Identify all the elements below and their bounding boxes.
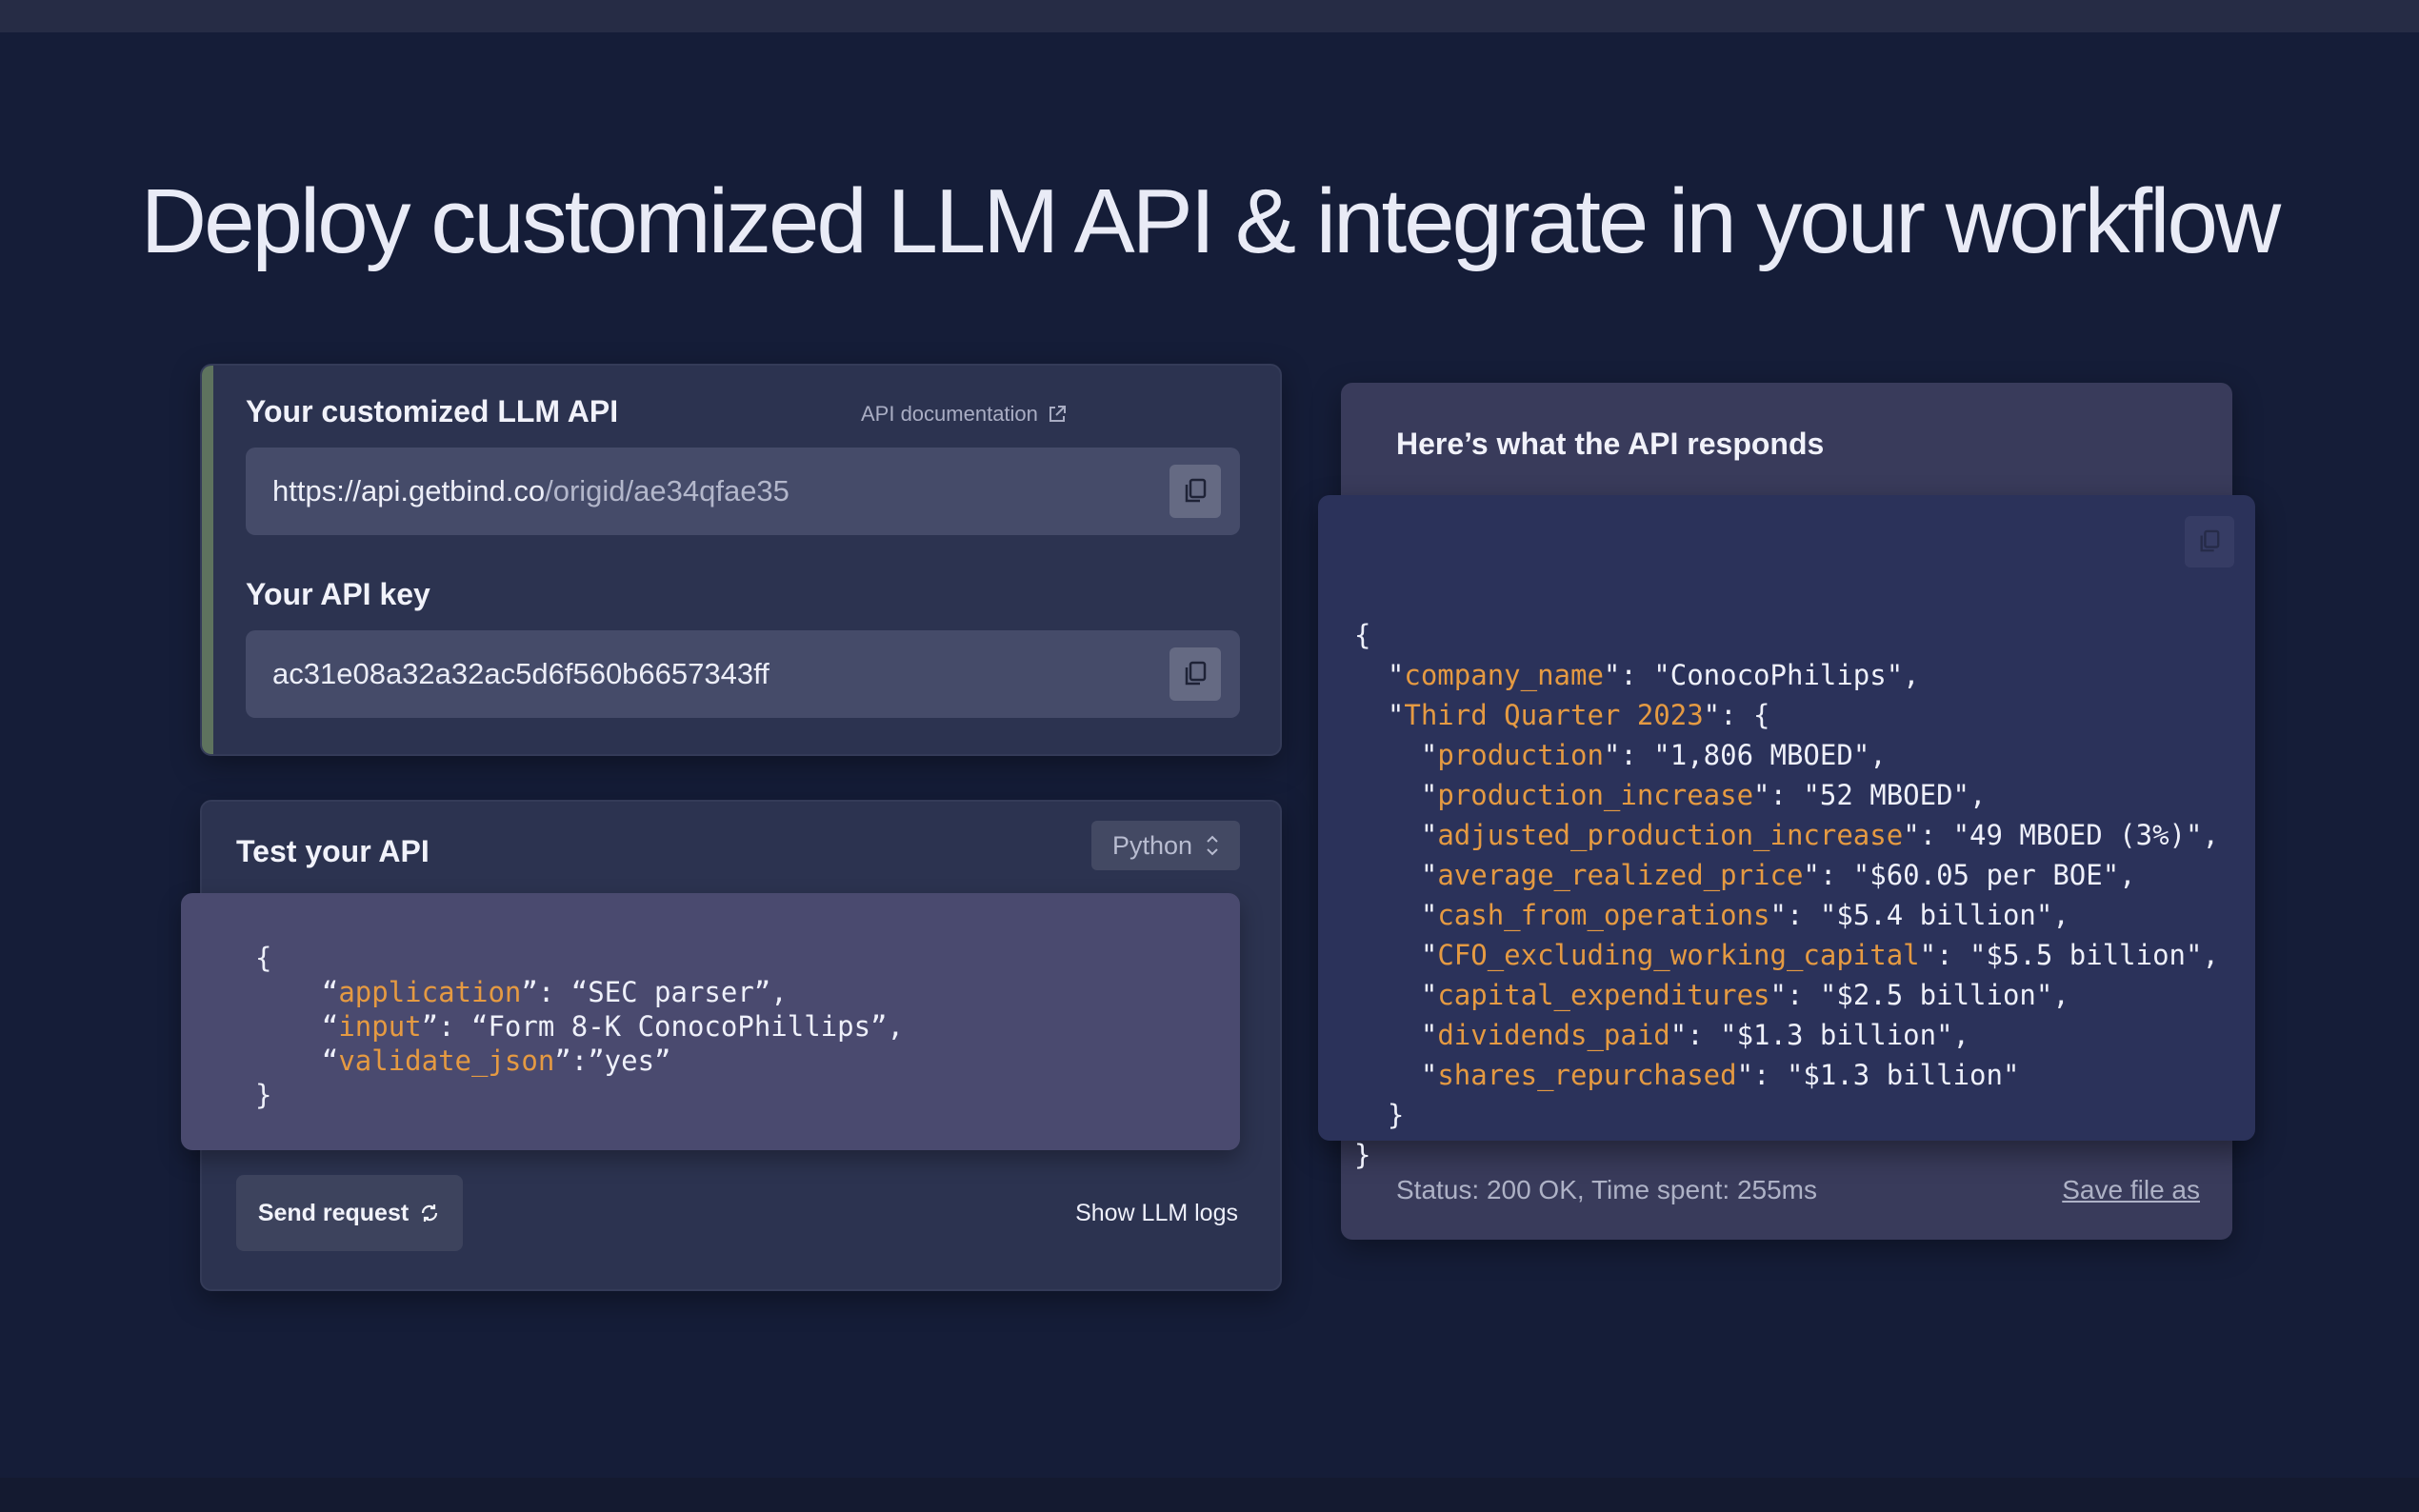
code-line: }	[1387, 1099, 1405, 1131]
copy-key-button[interactable]	[1170, 647, 1221, 701]
json-key: application	[338, 976, 522, 1008]
api-url-host: https://api.getbind.co	[272, 474, 546, 507]
api-key-value: ac31e08a32a32ac5d6f560b6657343ff	[272, 657, 770, 690]
response-lines: { "company_name": "ConocoPhilips", "Thir…	[1354, 615, 2255, 1175]
external-link-icon	[1049, 406, 1066, 422]
code-line: “validate_json”:”yes”	[321, 1044, 671, 1077]
api-key-title: Your API key	[246, 577, 430, 611]
json-key: cash_from_operations	[1437, 899, 1770, 931]
code-line: "shares_repurchased": "$1.3 billion"	[1420, 1059, 2020, 1091]
api-url-path: /origid/ae34qfae35	[545, 474, 790, 507]
code-line: "adjusted_production_increase": "49 MBOE…	[1420, 819, 2219, 851]
code-line: "capital_expenditures": "$2.5 billion",	[1420, 979, 2069, 1011]
code-line: }	[1354, 1139, 1371, 1171]
api-documentation-link[interactable]: API documentation	[861, 402, 1067, 427]
api-response-card: Here’s what the API responds { "company_…	[1318, 383, 2255, 1240]
code-line: “input”: “Form 8-K ConocoPhillips”,	[321, 1010, 904, 1043]
code-brace: }	[255, 1079, 272, 1111]
response-status: Status: 200 OK, Time spent: 255ms	[1396, 1175, 1817, 1204]
api-documentation-label: API documentation	[861, 402, 1038, 426]
copy-icon	[1185, 478, 1207, 503]
send-request-button[interactable]: Send request	[236, 1175, 463, 1251]
json-key: company_name	[1404, 659, 1604, 691]
json-key: dividends_paid	[1437, 1019, 1670, 1051]
json-key: shares_repurchased	[1437, 1059, 1737, 1091]
copy-icon	[2200, 529, 2220, 552]
save-file-link[interactable]: Save file as	[2062, 1175, 2200, 1204]
code-line: "company_name": "ConocoPhilips",	[1387, 659, 1920, 691]
api-card-title: Your customized LLM API	[246, 394, 619, 428]
json-key: CFO_excluding_working_capital	[1437, 939, 1920, 971]
copy-url-button[interactable]	[1170, 465, 1221, 518]
language-select[interactable]: Python	[1091, 821, 1240, 870]
code-line: "production_increase": "52 MBOED",	[1420, 779, 1987, 811]
test-api-card: Test your API Python { “application”: “S…	[181, 800, 1282, 1291]
code-line: "Third Quarter 2023": {	[1387, 699, 1770, 731]
code-brace: {	[255, 942, 272, 974]
json-key: production_increase	[1437, 779, 1754, 811]
api-url-field[interactable]: https://api.getbind.co/origid/ae34qfae35	[246, 448, 1240, 535]
json-key: input	[338, 1010, 422, 1043]
top-strip	[0, 0, 2419, 32]
code-line: "production": "1,806 MBOED",	[1420, 739, 1887, 771]
api-key-field[interactable]: ac31e08a32a32ac5d6f560b6657343ff	[246, 630, 1240, 718]
json-key: average_realized_price	[1437, 859, 1804, 891]
language-select-value: Python	[1111, 830, 1193, 860]
chevron-updown-icon	[1207, 835, 1218, 856]
json-key: capital_expenditures	[1437, 979, 1770, 1011]
request-code-block[interactable]: { “application”: “SEC parser”, “input”: …	[181, 893, 1240, 1150]
api-endpoint-card: Your customized LLM API API documentatio…	[200, 364, 1282, 756]
json-key: adjusted_production_increase	[1437, 819, 1904, 851]
show-llm-logs-link[interactable]: Show LLM logs	[1075, 1200, 1238, 1226]
json-key: production	[1437, 739, 1604, 771]
code-line: “application”: “SEC parser”,	[321, 976, 788, 1008]
code-line: {	[1354, 619, 1371, 651]
json-key: validate_json	[338, 1044, 555, 1077]
copy-response-button[interactable]	[2185, 516, 2234, 567]
json-key: Third Quarter 2023	[1404, 699, 1704, 731]
copy-icon	[1185, 661, 1207, 686]
code-line: "dividends_paid": "$1.3 billion",	[1420, 1019, 1970, 1051]
refresh-icon	[422, 1204, 438, 1222]
page-headline: Deploy customized LLM API & integrate in…	[140, 170, 2281, 272]
code-line: "cash_from_operations": "$5.4 billion",	[1420, 899, 2069, 931]
code-line: "CFO_excluding_working_capital": "$5.5 b…	[1420, 939, 2219, 971]
accent-bar	[202, 366, 213, 754]
send-request-label: Send request	[257, 1199, 410, 1226]
code-line: "average_realized_price": "$60.05 per BO…	[1420, 859, 2136, 891]
response-code-block[interactable]: { "company_name": "ConocoPhilips", "Thir…	[1318, 495, 2255, 1171]
bottom-strip	[0, 1478, 2419, 1512]
test-card-title: Test your API	[236, 834, 430, 868]
response-card-title: Here’s what the API responds	[1396, 427, 1825, 461]
